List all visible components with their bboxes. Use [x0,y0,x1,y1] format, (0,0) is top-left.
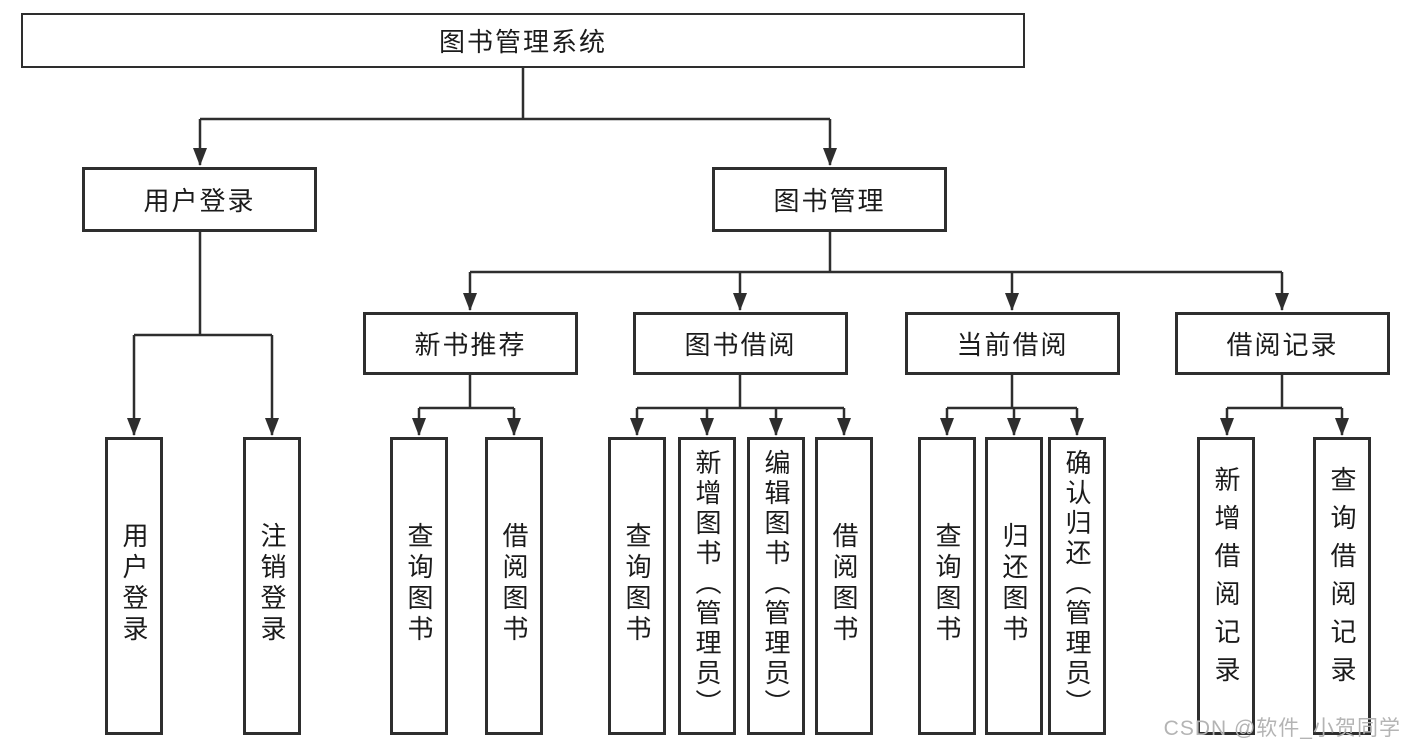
node-label: 图书管理系统 [438,27,607,57]
node-user-login-leaf: 用户登录 [105,437,163,735]
node-edit-book-admin: 编辑图书（管理员） [747,437,805,735]
node-query-books-current: 查询图书 [918,437,976,735]
node-book-borrowing: 图书借阅 [633,312,848,375]
node-borrowing-records: 借阅记录 [1175,312,1390,375]
node-label: 用户登录 [119,521,149,646]
node-user-login: 用户登录 [82,167,317,232]
node-label: 查询图书 [622,521,652,646]
node-label: 新增图书（管理员） [692,449,722,719]
node-add-book-admin: 新增图书（管理员） [678,437,736,735]
node-borrow-books: 借阅图书 [815,437,873,735]
node-label: 图书借阅 [684,330,797,360]
node-label: 借阅图书 [499,521,529,646]
node-label: 查询图书 [404,521,434,646]
node-new-book-recommend: 新书推荐 [363,312,578,375]
node-borrow-books-recommend: 借阅图书 [485,437,543,735]
node-confirm-return-admin: 确认归还（管理员） [1048,437,1106,735]
node-label: 图书管理 [773,186,886,216]
node-library-management-system: 图书管理系统 [21,13,1025,68]
node-label: 归还图书 [999,521,1029,646]
node-query-books-recommend: 查询图书 [390,437,448,735]
node-label: 查询图书 [932,521,962,646]
node-label: 新书推荐 [414,330,527,360]
node-label: 借阅记录 [1226,330,1339,360]
node-label: 当前借阅 [956,330,1069,360]
node-label: 编辑图书（管理员） [761,449,791,719]
node-label: 借阅图书 [829,521,859,646]
node-label: 新增借阅记录 [1211,466,1241,694]
node-query-books-borrowing: 查询图书 [608,437,666,735]
node-label: 查询借阅记录 [1327,466,1357,694]
node-add-borrow-record: 新增借阅记录 [1197,437,1255,735]
node-label: 用户登录 [143,186,256,216]
csdn-watermark: CSDN @软件_小贺同学 [1163,717,1401,740]
node-query-borrow-record: 查询借阅记录 [1313,437,1371,735]
node-book-management: 图书管理 [712,167,947,232]
node-label: 注销登录 [257,521,287,646]
node-return-books: 归还图书 [985,437,1043,735]
node-logout-login: 注销登录 [243,437,301,735]
node-current-borrowing: 当前借阅 [905,312,1120,375]
node-label: 确认归还（管理员） [1062,449,1092,719]
